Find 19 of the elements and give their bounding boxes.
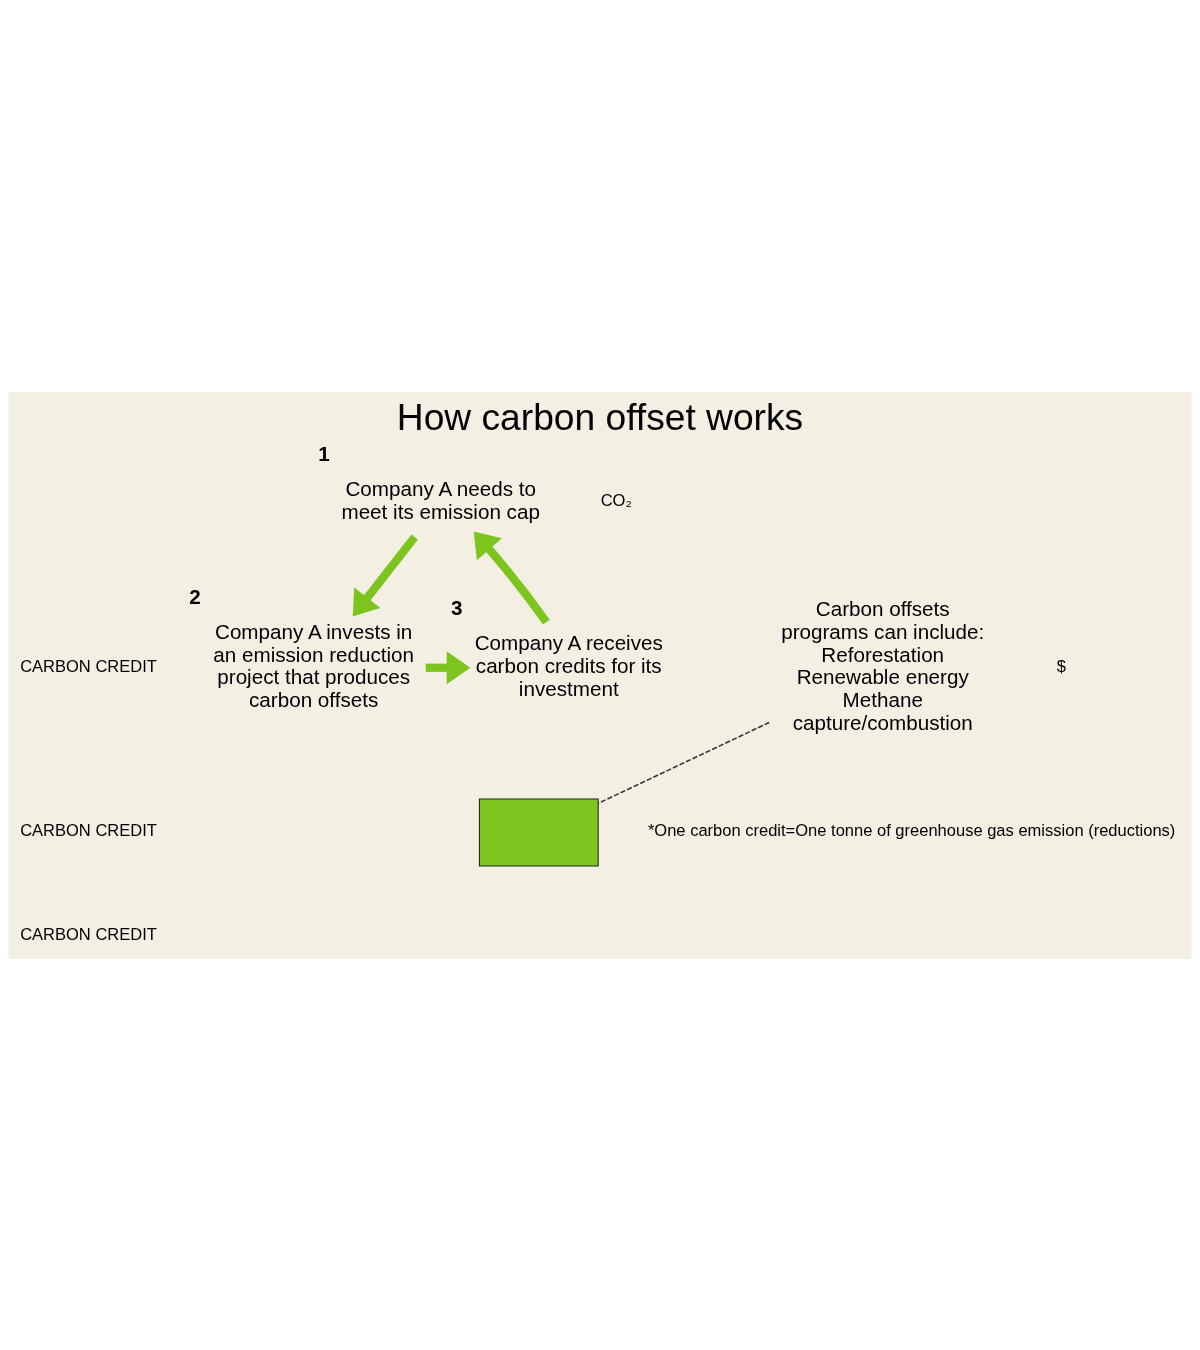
label: CARBON CREDIT [20, 656, 157, 676]
node-text: Company A needs to meet its emission cap [341, 476, 540, 523]
connector [597, 721, 770, 804]
node-text: Company A invests in an emission reduction project that produces carbon offsets [213, 619, 415, 711]
node-label: 2 [189, 584, 201, 608]
caption: *One carbon credit=One tonne of greenhouse gas emission (reductions) [647, 820, 1176, 840]
diagram-title: How carbon offset works [396, 395, 804, 438]
label: CARBON CREDIT [20, 924, 157, 944]
arrow [425, 650, 471, 684]
arrow [352, 533, 418, 617]
arrow [473, 531, 550, 625]
label: $ [1056, 656, 1066, 676]
label: CO₂ [600, 490, 632, 510]
node-box [478, 797, 599, 867]
node-label: 1 [318, 441, 330, 465]
label: CARBON CREDIT [20, 820, 157, 840]
node-text: Company A receives carbon credits for its investment [474, 630, 663, 700]
node-label: 3 [451, 595, 463, 619]
node-text: Carbon offsets programs can include: Reforestation Renewable energy Methane capture/combustion [781, 596, 985, 734]
